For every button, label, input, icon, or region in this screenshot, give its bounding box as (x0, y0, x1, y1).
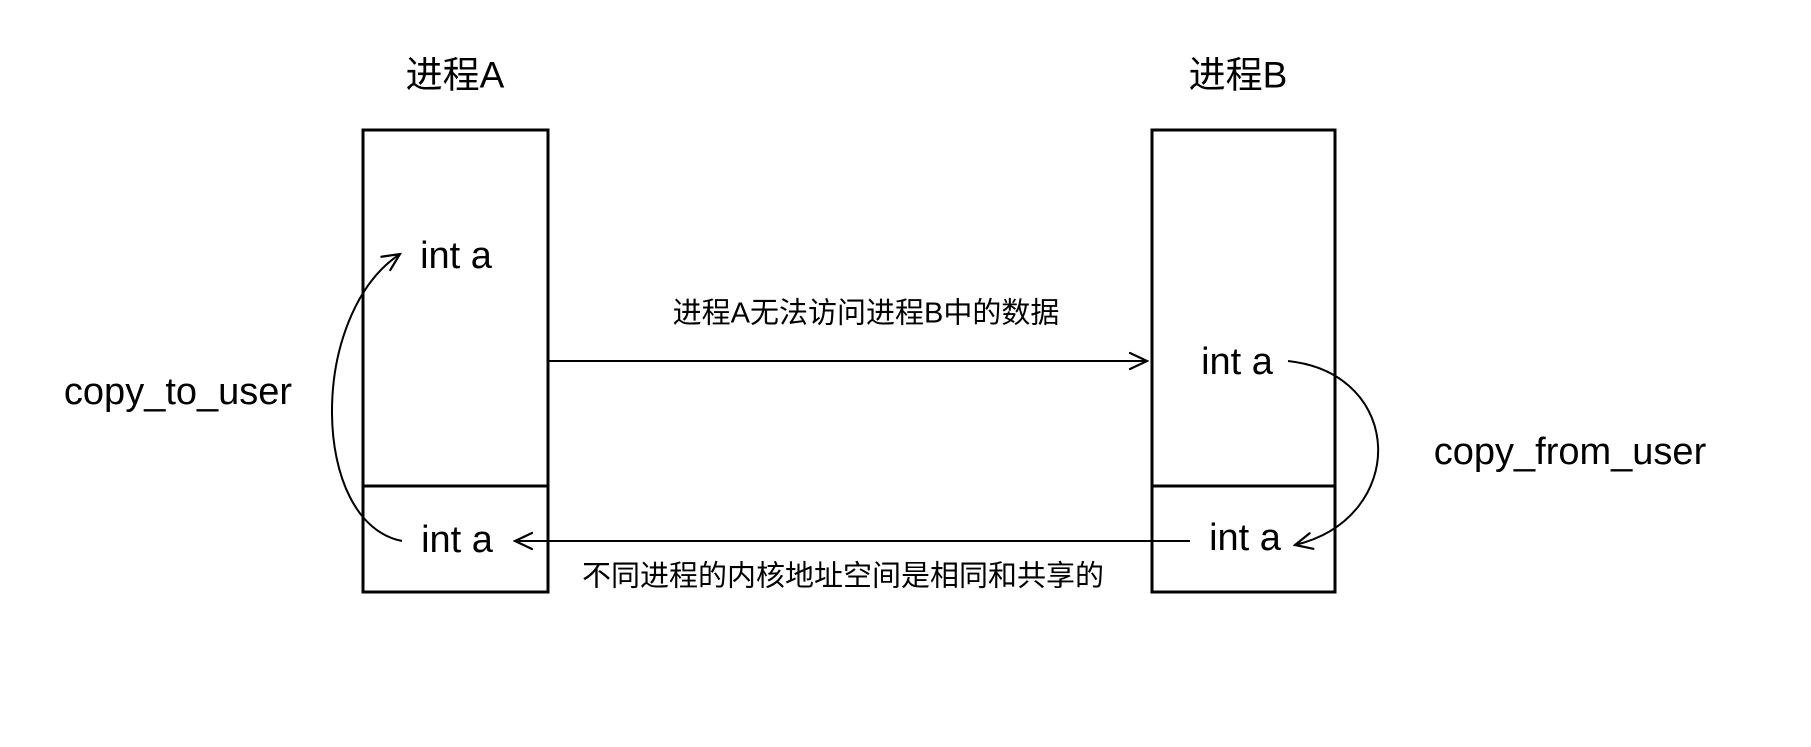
copy-from-user-arc (1287, 360, 1380, 545)
copy-from-user-label: copy_from_user (1433, 431, 1707, 473)
process-b-box (1150, 128, 1337, 594)
copy-to-user-arc (331, 254, 403, 542)
process-b-kernel-var: int a (1209, 517, 1281, 559)
shared-kernel-arrow-caption: 不同进程的内核地址空间是相同和共享的 (581, 560, 1105, 593)
process-a-user-var: int a (420, 235, 492, 277)
isolation-arrow-caption: 进程A无法访问进程B中的数据 (672, 297, 1060, 330)
process-a-kernel-var: int a (421, 519, 493, 561)
process-b-title: 进程B (1188, 54, 1288, 96)
copy-to-user-label: copy_to_user (63, 371, 293, 413)
process-a-title: 进程A (405, 54, 505, 96)
process-b-user-var: int a (1201, 341, 1273, 383)
